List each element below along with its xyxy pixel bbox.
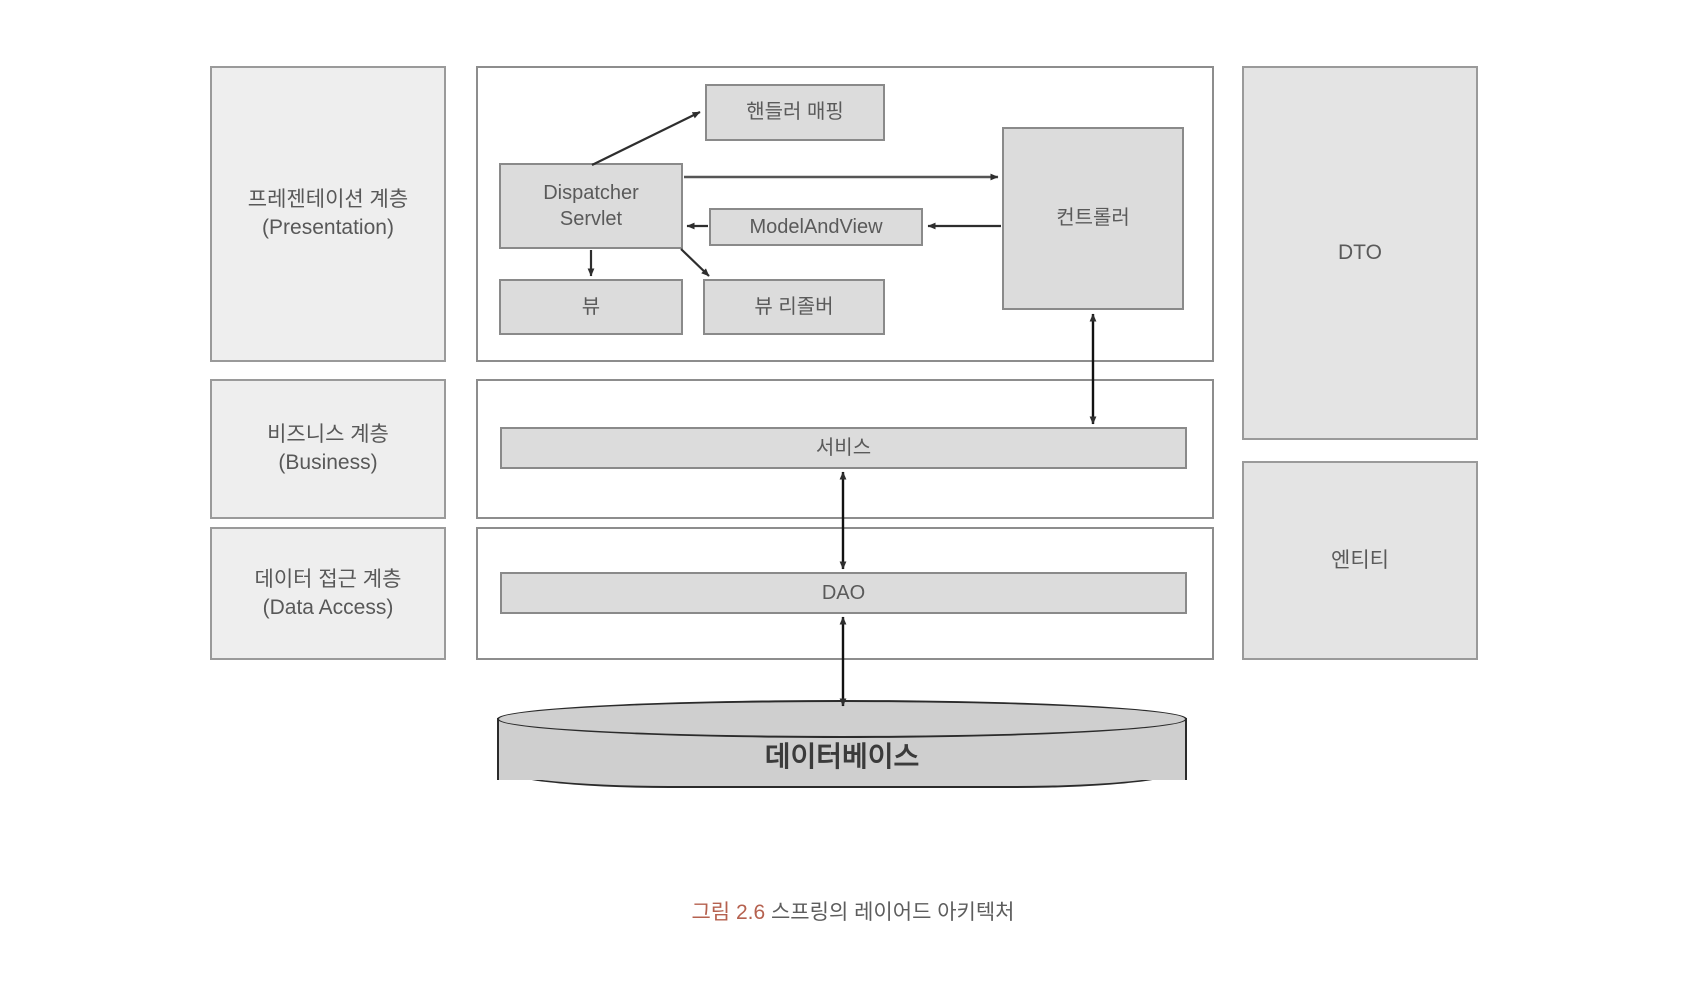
- component-controller[interactable]: 컨트롤러: [1002, 127, 1184, 310]
- database-label: 데이터베이스: [764, 741, 920, 772]
- component-view-resolver[interactable]: 뷰 리졸버: [703, 279, 885, 335]
- figure-number: 그림 2.6: [691, 901, 766, 924]
- component-handler-mapping[interactable]: 핸들러 매핑: [705, 84, 885, 141]
- component-view[interactable]: 뷰: [499, 279, 683, 335]
- database-cylinder[interactable]: 데이터베이스: [497, 700, 1187, 788]
- figure-caption-text: 스프링의 레이어드 아키텍처: [765, 901, 1015, 924]
- component-model-and-view[interactable]: ModelAndView: [709, 208, 923, 246]
- layer-label-business: 비즈니스 계층 (Business): [210, 379, 446, 519]
- component-dao[interactable]: DAO: [500, 572, 1187, 614]
- component-service[interactable]: 서비스: [500, 427, 1187, 469]
- layer-label-data-access: 데이터 접근 계층 (Data Access): [210, 527, 446, 660]
- layer-label-presentation: 프레젠테이션 계층 (Presentation): [210, 66, 446, 362]
- component-entity[interactable]: 엔티티: [1242, 461, 1478, 660]
- component-dto[interactable]: DTO: [1242, 66, 1478, 440]
- component-dispatcher-servlet[interactable]: Dispatcher Servlet: [499, 163, 683, 249]
- figure-caption: 그림 2.6 스프링의 레이어드 아키텍처: [0, 896, 1706, 926]
